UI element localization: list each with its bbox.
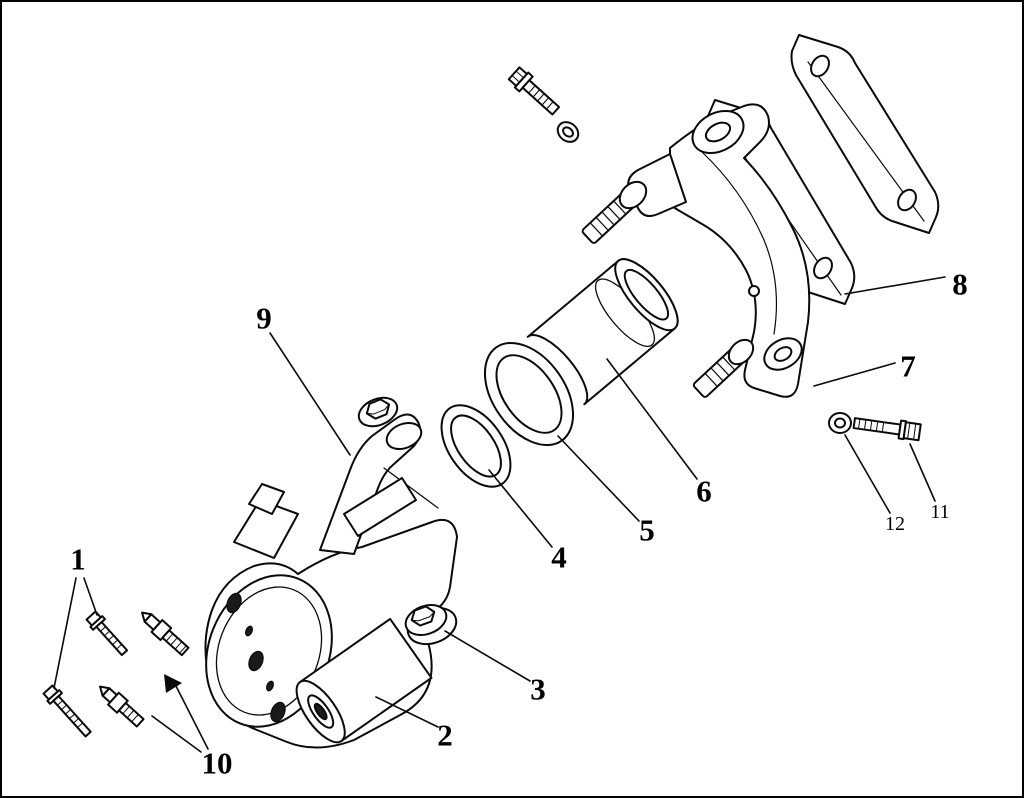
callout-1: 1 — [70, 541, 86, 577]
bleed-screw-upper — [141, 611, 190, 657]
callout-5: 5 — [639, 512, 655, 548]
mount-bolt-side — [852, 417, 922, 442]
leader-6 — [606, 358, 698, 480]
caliper-bracket — [581, 103, 811, 398]
leader-11 — [909, 443, 936, 502]
callout-6: 6 — [696, 473, 712, 509]
piston — [526, 258, 679, 406]
callout-3: 3 — [530, 671, 546, 707]
washer-top — [556, 121, 580, 143]
washer-side — [828, 412, 852, 434]
brake-pad-outer — [790, 34, 940, 234]
leader-4 — [488, 469, 553, 548]
leader-12 — [844, 434, 891, 514]
leader-7 — [813, 362, 896, 387]
leader-1a — [53, 577, 77, 689]
leader-3 — [444, 630, 531, 682]
mount-bolt-top — [507, 66, 561, 116]
callout-2: 2 — [437, 717, 453, 753]
leader-2 — [375, 696, 439, 728]
bleed-screw-lower — [99, 685, 145, 728]
callout-11: 11 — [930, 501, 950, 523]
callout-10: 10 — [201, 745, 233, 781]
leader-10a — [175, 685, 209, 750]
leader-5 — [557, 435, 640, 522]
pointer-triangle — [164, 674, 182, 693]
leader-1b — [83, 577, 98, 616]
pad-pin-lower — [42, 684, 92, 738]
callout-8: 8 — [952, 266, 968, 302]
callout-9: 9 — [256, 300, 272, 336]
pad-pin-upper — [85, 610, 129, 657]
slide-bolt-upper — [357, 396, 423, 451]
leader-8 — [844, 276, 946, 295]
caliper-boss-cylinder — [295, 617, 433, 744]
leader-10b — [151, 715, 202, 753]
leader-9 — [269, 332, 351, 456]
callout-12: 12 — [885, 513, 905, 535]
callout-7: 7 — [900, 348, 916, 384]
callout-4: 4 — [551, 539, 567, 575]
leader-lines — [53, 276, 946, 753]
slide-bolt-lower — [404, 604, 458, 646]
piston-seal-small — [440, 404, 512, 488]
piston-seal-large — [483, 341, 575, 447]
